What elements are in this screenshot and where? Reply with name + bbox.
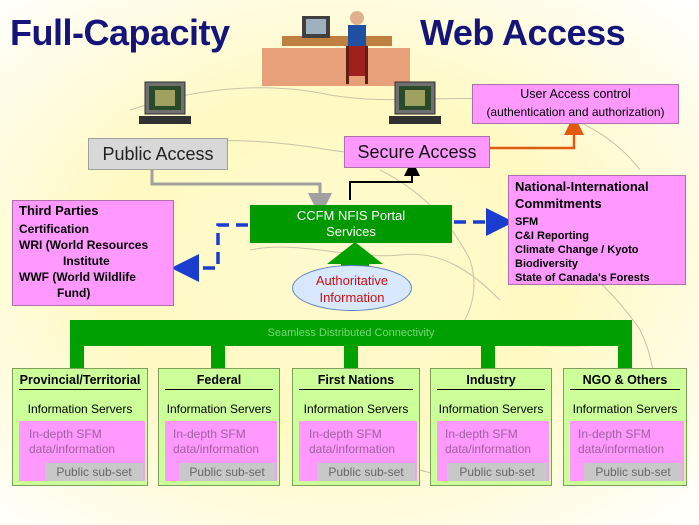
third-parties-item: Fund) <box>57 286 91 300</box>
indepth-line2: data/information <box>29 442 116 456</box>
group-divider <box>165 389 273 390</box>
national-item: State of Canada's Forests <box>515 272 650 284</box>
computer-icon-secure <box>389 81 441 124</box>
connector-stem <box>70 346 84 368</box>
third-parties-item: WWF (World Wildlife <box>19 270 136 284</box>
national-item: C&I Reporting <box>515 230 589 242</box>
computer-icon-public <box>139 81 191 124</box>
authoritative-line2: Information <box>319 290 385 305</box>
national-item: Climate Change / Kyoto <box>515 244 639 256</box>
user-access-subtitle: (authentication and authorization) <box>486 105 665 119</box>
third-parties-item: WRI (World Resources <box>19 238 149 252</box>
national-item: SFM <box>515 216 539 228</box>
group-divider <box>19 389 141 390</box>
connectivity-bar: Seamless Distributed Connectivity <box>70 320 632 346</box>
user-access-title: User Access control <box>520 87 631 101</box>
public-subset-box: Public sub-set <box>317 463 415 481</box>
indepth-line2: data/information <box>445 442 532 456</box>
group-title: NGO & Others <box>582 373 668 387</box>
connector-stem <box>481 346 495 368</box>
connector-stem <box>618 346 632 368</box>
group-servers-label: Information Servers <box>438 402 544 416</box>
secure-access-box: Secure Access <box>344 136 490 168</box>
authoritative-line1: Authoritative <box>315 273 389 288</box>
indepth-line2: data/information <box>578 442 665 456</box>
group-divider <box>437 389 545 390</box>
group-box-industry: Industry Information Servers In-depth SF… <box>430 368 552 486</box>
national-title-line1: National-International <box>515 179 649 194</box>
group-title: Industry <box>466 373 516 387</box>
group-servers-label: Information Servers <box>166 402 272 416</box>
third-parties-item: Institute <box>63 254 110 268</box>
public-subset-box: Public sub-set <box>447 463 547 481</box>
user-access-control-box: User Access control (authentication and … <box>472 84 679 124</box>
indepth-line1: In-depth SFM <box>29 427 102 441</box>
title-right: Web Access <box>420 12 626 53</box>
title-left: Full-Capacity <box>10 12 230 53</box>
connector-stem <box>344 346 358 368</box>
indepth-line1: In-depth SFM <box>445 427 518 441</box>
indepth-line1: In-depth SFM <box>309 427 382 441</box>
user-at-desk-icon <box>262 11 410 86</box>
indepth-line1: In-depth SFM <box>578 427 651 441</box>
portal-services-box: CCFM NFIS Portal Services <box>250 205 452 243</box>
group-box-ngo: NGO & Others Information Servers In-dept… <box>563 368 687 486</box>
group-box-first-nations: First Nations Information Servers In-dep… <box>292 368 420 486</box>
public-subset-box: Public sub-set <box>179 463 275 481</box>
group-divider <box>299 389 413 390</box>
group-box-federal: Federal Information Servers In-depth SFM… <box>158 368 280 486</box>
group-box-provincial: Provincial/Territorial Information Serve… <box>12 368 148 486</box>
group-divider <box>570 389 680 390</box>
third-parties-box: Third Parties Certification WRI (World R… <box>12 200 174 306</box>
connectivity-label: Seamless Distributed Connectivity <box>267 327 435 339</box>
group-title: Provincial/Territorial <box>19 373 141 387</box>
public-subset-box: Public sub-set <box>584 463 682 481</box>
group-servers-label: Information Servers <box>303 402 409 416</box>
public-access-box: Public Access <box>88 138 228 170</box>
indepth-line2: data/information <box>173 442 260 456</box>
group-servers-label: Information Servers <box>27 402 133 416</box>
portal-line1: CCFM NFIS Portal <box>296 208 406 223</box>
third-parties-item: Certification <box>19 222 90 236</box>
indepth-line2: data/information <box>309 442 396 456</box>
portal-line2: Services <box>326 224 376 239</box>
national-international-box: National-International Commitments SFM C… <box>508 175 686 285</box>
indepth-line1: In-depth SFM <box>173 427 246 441</box>
national-item: Biodiversity <box>515 258 578 270</box>
authoritative-information-ellipse: Authoritative Information <box>292 265 412 311</box>
public-subset-box: Public sub-set <box>45 463 143 481</box>
connector-stem <box>211 346 225 368</box>
group-title: First Nations <box>317 373 395 387</box>
third-parties-title: Third Parties <box>19 203 99 218</box>
national-title-line2: Commitments <box>515 196 602 211</box>
group-servers-label: Information Servers <box>572 402 678 416</box>
group-title: Federal <box>196 373 242 387</box>
